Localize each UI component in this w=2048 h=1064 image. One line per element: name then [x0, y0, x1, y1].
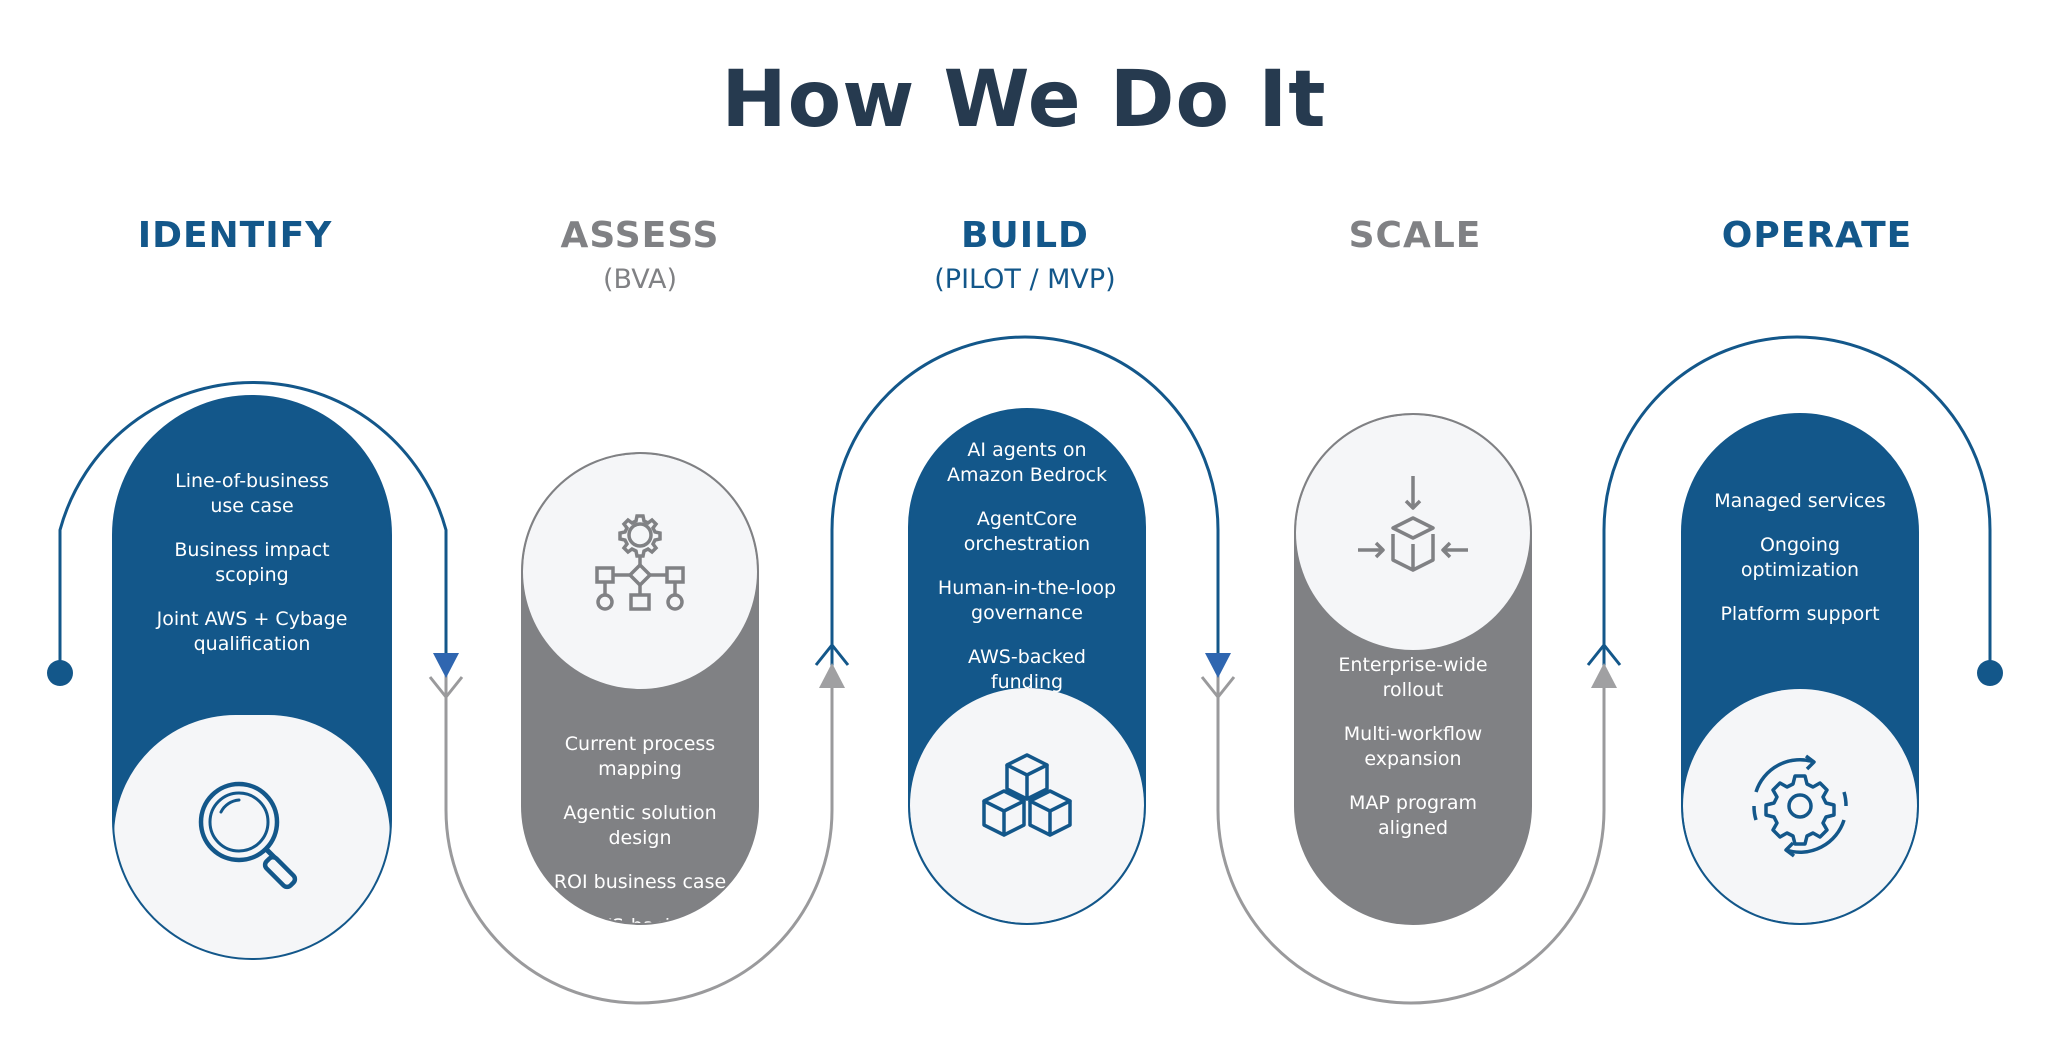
arrow-down-2	[1205, 653, 1231, 678]
icon-circle	[523, 454, 757, 689]
stage-item: AWS-backed funding	[581, 914, 699, 923]
arc-operate	[1602, 335, 1992, 673]
arc-assess	[444, 673, 834, 1005]
stage-items: AI agents on Amazon Bedrock AgentCore or…	[910, 438, 1144, 714]
arc-identify	[58, 381, 448, 673]
stage-name: OPERATE	[1721, 215, 1913, 256]
stage-item: Managed services	[1714, 490, 1886, 512]
stage-item: Current process mapping	[564, 733, 716, 780]
stage-scale-capsule: Enterprise-wide rollout Multi-workflow e…	[1294, 413, 1532, 925]
stage-subtitle: (PILOT / MVP)	[934, 264, 1116, 295]
stage-assess-header: ASSESS (BVA)	[470, 215, 810, 295]
arrow-up-2	[1591, 663, 1617, 688]
stage-item: Enterprise-wide rollout	[1338, 654, 1488, 701]
process-flow-gear-icon	[595, 513, 685, 611]
stage-item: Platform support	[1720, 603, 1880, 625]
stage-assess-capsule: Current process mapping Agentic solution…	[521, 452, 759, 925]
arrow-up-1	[819, 663, 845, 688]
stage-item: Agentic solution design	[563, 802, 717, 849]
stacked-cubes-icon	[982, 752, 1072, 837]
icon-circle	[1296, 415, 1530, 650]
scale-cube-arrows-icon	[1358, 475, 1468, 572]
stage-item: Business impact scoping	[174, 539, 330, 586]
stage-scale-header: SCALE	[1245, 215, 1585, 256]
stage-item: Human-in-the-loop governance	[937, 577, 1117, 624]
stage-item: Ongoing optimization	[1740, 534, 1860, 581]
stage-item: Joint AWS + Cybage qualification	[156, 608, 348, 655]
chevron-up-2	[1586, 642, 1622, 666]
stage-items: Managed services Ongoing optimization Pl…	[1683, 489, 1917, 646]
page-title: How We Do It	[721, 55, 1327, 145]
start-dot	[47, 660, 73, 686]
stage-item: AI agents on Amazon Bedrock	[946, 439, 1108, 486]
stage-item: AWS-backed funding	[968, 646, 1086, 693]
arc-scale	[1216, 673, 1606, 1005]
chevron-down-1	[428, 676, 464, 700]
magnifier-icon	[198, 781, 298, 889]
stage-item: ROI business case	[553, 871, 727, 893]
stage-items: Line-of-business use case Business impac…	[114, 469, 390, 676]
stage-build-header: BUILD (PILOT / MVP)	[855, 215, 1195, 295]
stage-operate-header: OPERATE	[1647, 215, 1987, 256]
stage-item: MAP program aligned	[1349, 792, 1477, 839]
icon-circle	[114, 715, 390, 958]
stage-name: BUILD	[961, 215, 1089, 256]
stage-item: AgentCore orchestration	[963, 508, 1091, 555]
stage-item: Multi-workflow expansion	[1343, 723, 1483, 770]
stage-identify-header: IDENTIFY	[65, 215, 405, 256]
stage-name: IDENTIFY	[137, 215, 333, 256]
stage-items: Enterprise-wide rollout Multi-workflow e…	[1296, 653, 1530, 860]
arrow-down-1	[433, 653, 459, 678]
stage-name: SCALE	[1348, 215, 1482, 256]
stage-items: Current process mapping Agentic solution…	[523, 732, 757, 923]
stage-operate-capsule: Managed services Ongoing optimization Pl…	[1681, 413, 1919, 925]
icon-circle	[1683, 689, 1917, 923]
gear-cycle-icon	[1752, 754, 1848, 858]
chevron-down-2	[1200, 676, 1236, 700]
end-dot	[1977, 660, 2003, 686]
stage-name: ASSESS	[560, 215, 720, 256]
stage-subtitle: (BVA)	[603, 264, 677, 295]
stage-identify-capsule: Line-of-business use case Business impac…	[112, 395, 392, 960]
icon-circle	[910, 688, 1144, 923]
arc-build	[830, 335, 1220, 673]
chevron-up-1	[814, 642, 850, 666]
stage-item: Line-of-business use case	[175, 470, 329, 517]
stage-build-capsule: AI agents on Amazon Bedrock AgentCore or…	[908, 408, 1146, 925]
